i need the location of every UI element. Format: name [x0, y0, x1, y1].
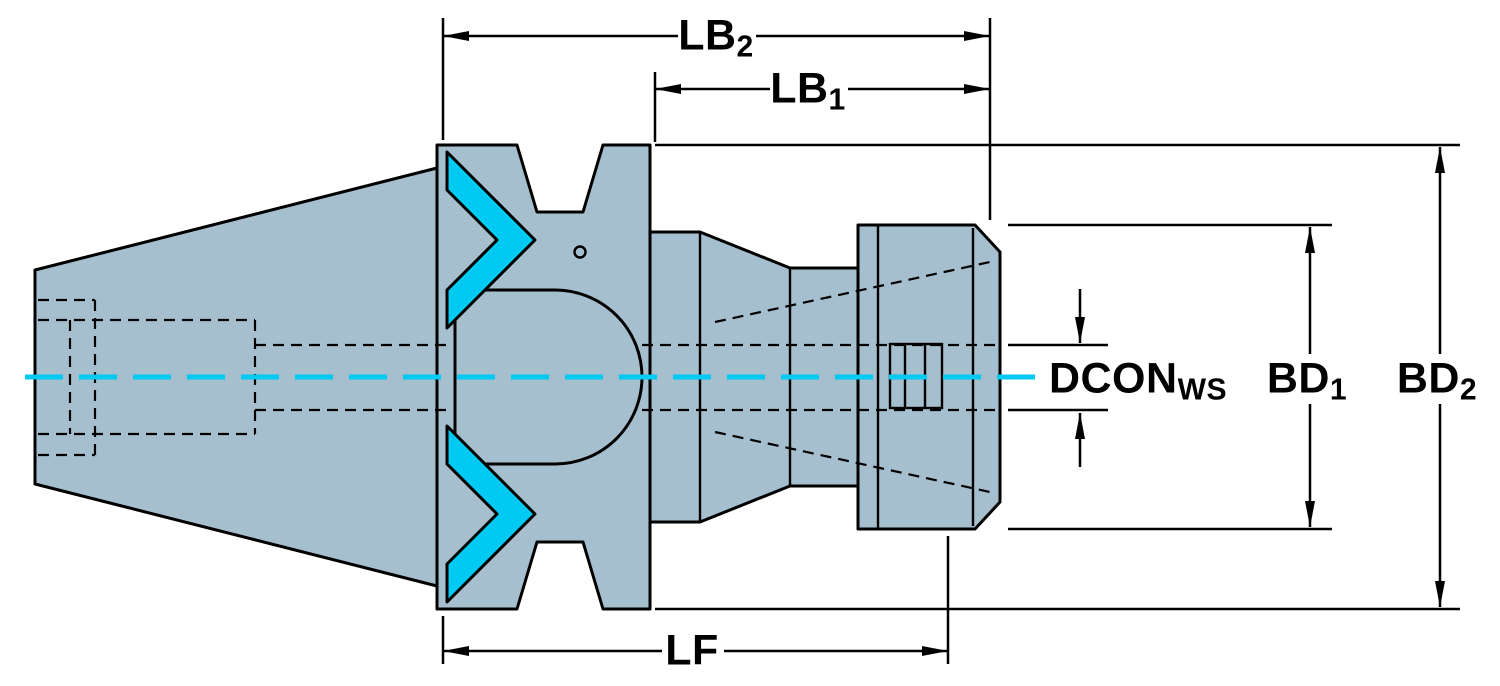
hidden-collet-taper: [714, 260, 991, 324]
lb2-label-sub: 2: [736, 30, 754, 64]
balance-hole: [573, 245, 587, 259]
lb1-label-base: LB: [770, 64, 829, 113]
dconws-label: DCONWS: [1048, 354, 1227, 405]
lb1-label: LB1: [770, 64, 846, 115]
lb1-label-sub: 1: [828, 83, 846, 117]
contact-chevrons: [445, 150, 537, 604]
lb2-label-base: LB: [678, 11, 737, 60]
extension-lines: [441, 18, 1460, 664]
lf-label: LF: [665, 626, 719, 675]
hidden-collet-taper: [714, 430, 991, 494]
bd2-label: BD2: [1396, 354, 1477, 405]
chevron-upper: [445, 150, 537, 330]
dimension-lines: [443, 31, 1445, 656]
bd1-label: BD1: [1266, 354, 1347, 405]
bd1-label-sub: 1: [1329, 373, 1348, 407]
chevron-lower: [445, 424, 537, 604]
bd2-label-base: BD: [1396, 354, 1460, 403]
bd2-label-sub: 2: [1459, 373, 1478, 407]
lf-label-base: LF: [665, 626, 719, 675]
collet-nut: [856, 223, 1002, 531]
lb2-label: LB2: [678, 11, 754, 62]
dconws-label-sub: WS: [1177, 373, 1228, 407]
dconws-label-base: DCON: [1048, 354, 1178, 403]
bd1-label-base: BD: [1266, 354, 1330, 403]
